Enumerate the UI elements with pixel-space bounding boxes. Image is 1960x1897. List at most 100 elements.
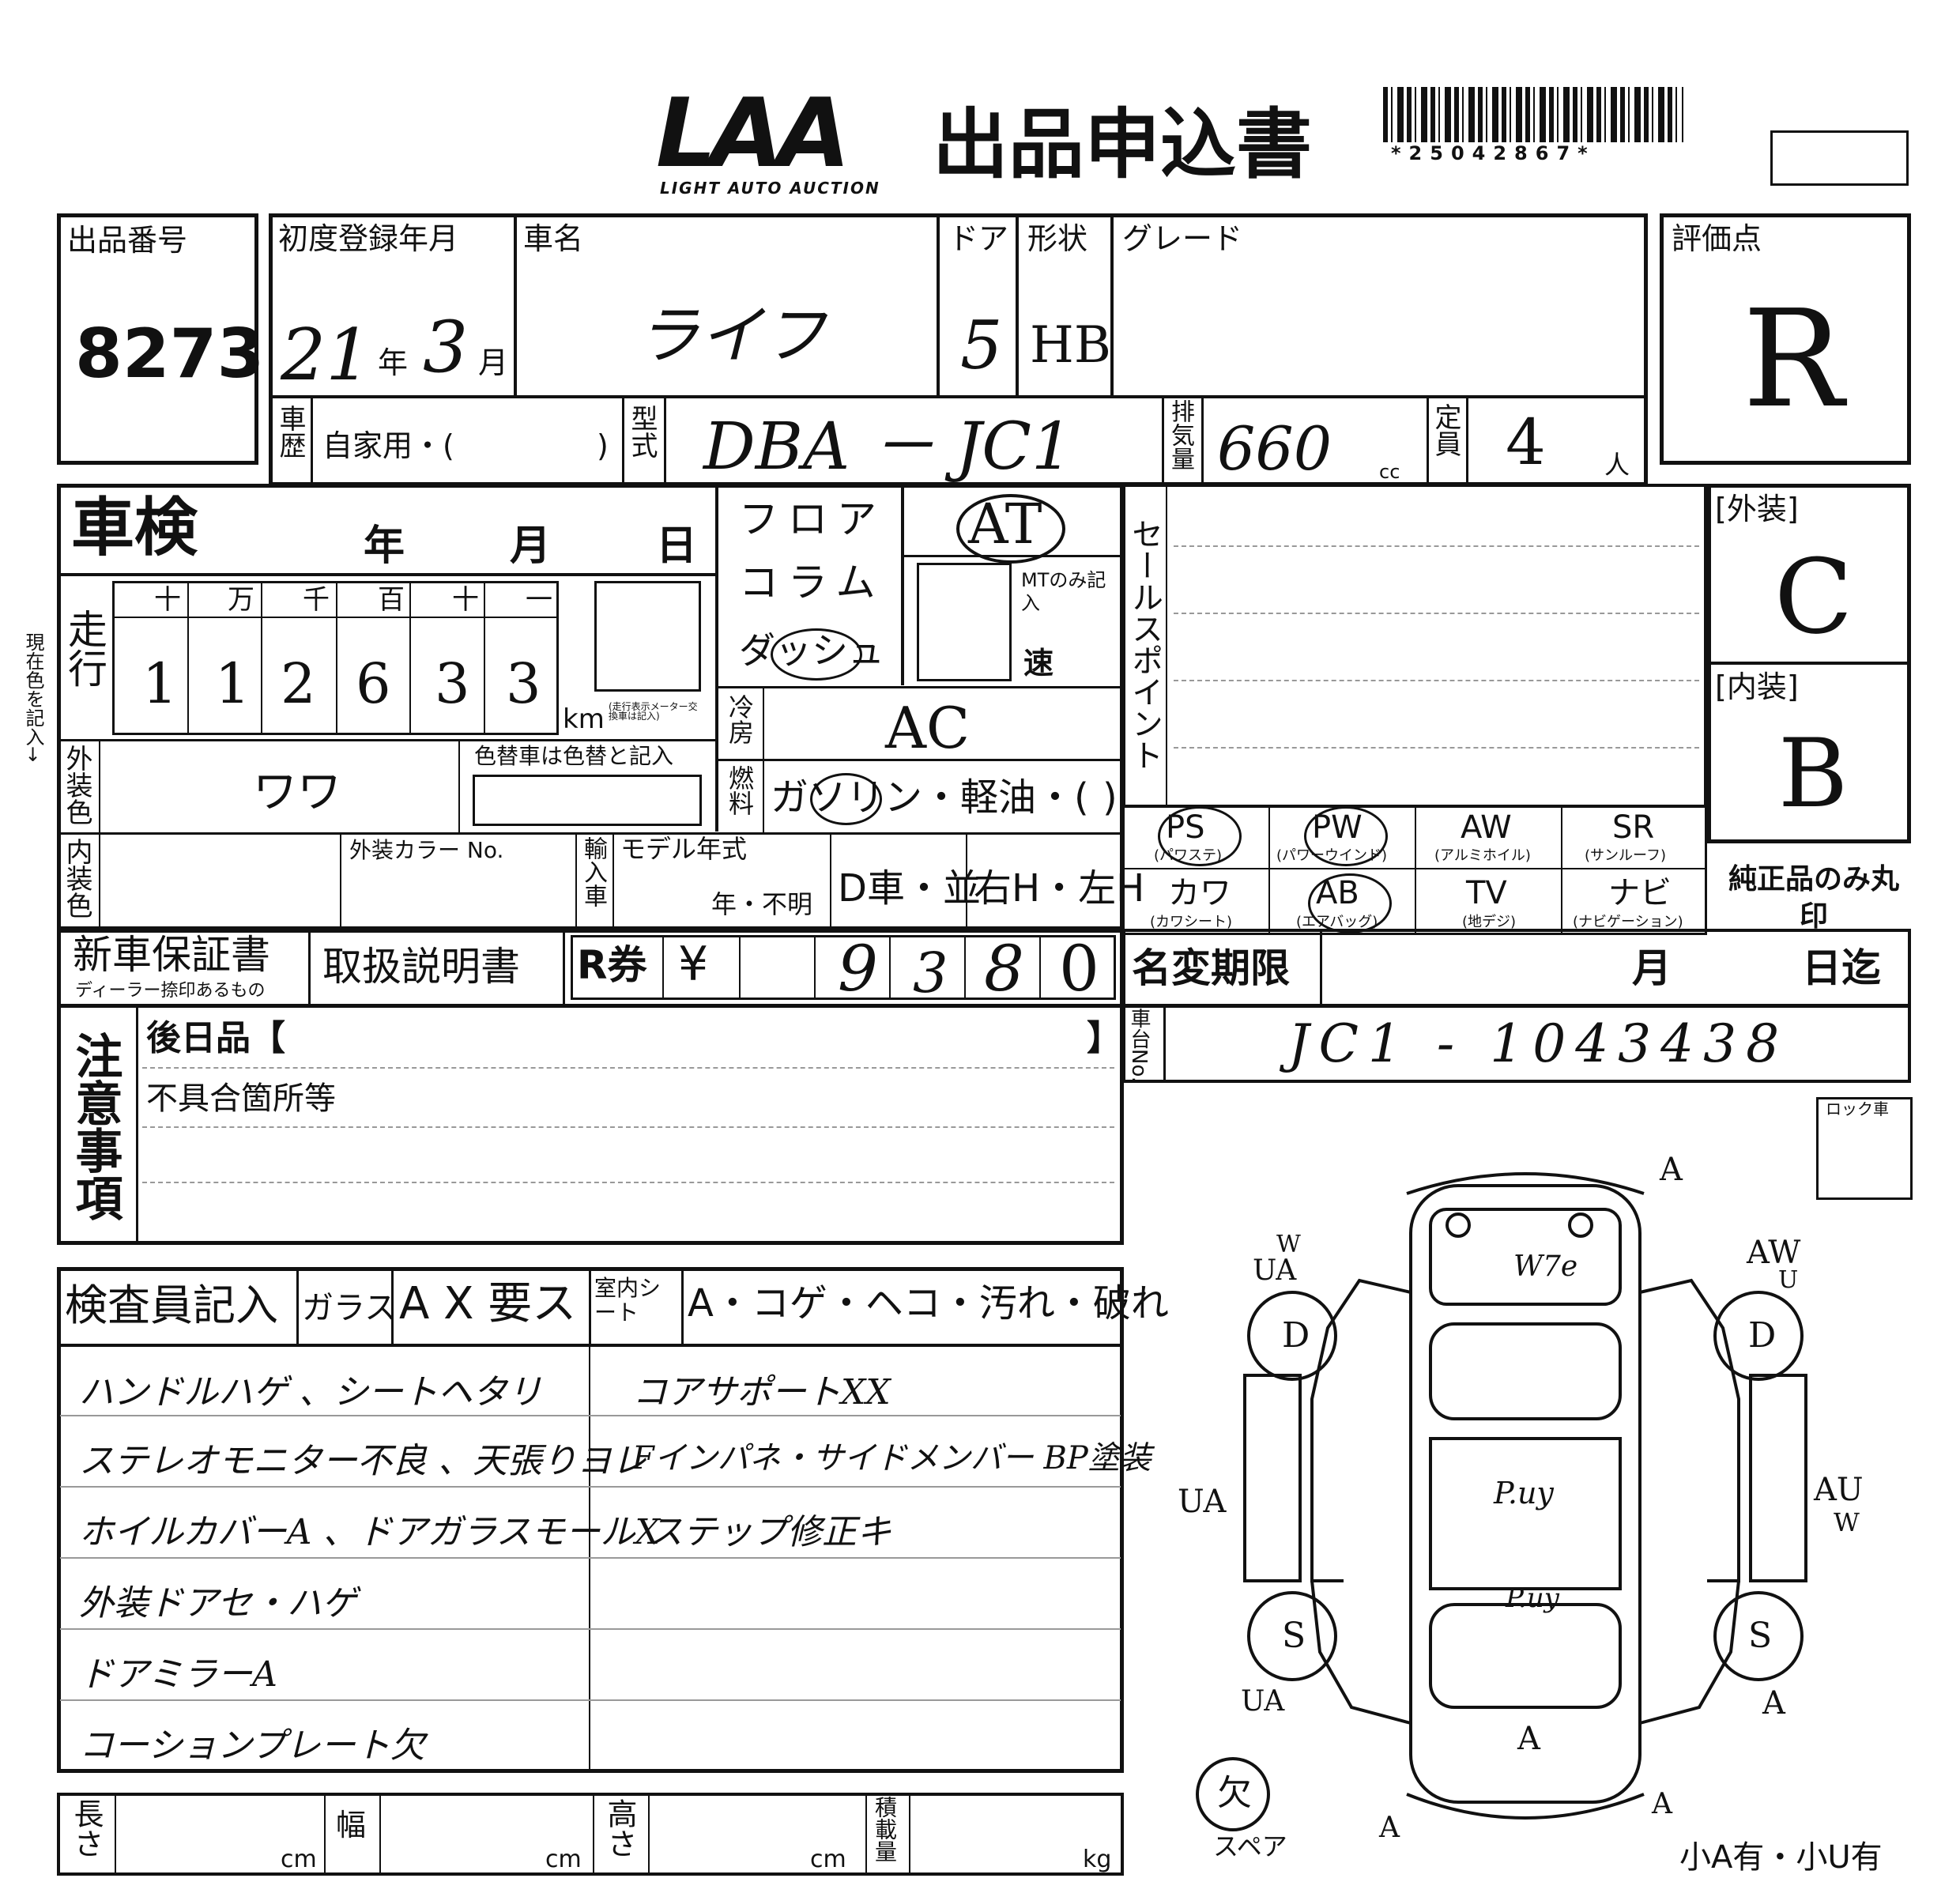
divider xyxy=(563,929,565,1008)
divider xyxy=(715,759,1122,761)
inspector-note: ハンドルハゲ 、シートヘタリ xyxy=(79,1372,542,1412)
chassis-box xyxy=(1122,1004,1911,1083)
dash-line xyxy=(142,1182,1114,1183)
door-label: ドア xyxy=(948,221,1009,256)
glass-value: A X 要ス xyxy=(399,1278,577,1329)
divider xyxy=(1166,484,1167,808)
divider xyxy=(458,739,460,832)
reg-label: 初度登録年月 xyxy=(278,221,459,256)
wheel-front-left xyxy=(1247,1291,1337,1381)
divider xyxy=(662,935,664,1000)
rear-window xyxy=(1429,1603,1622,1709)
dash-line xyxy=(142,1126,1114,1128)
mark-front-a: A xyxy=(1660,1152,1683,1188)
divider xyxy=(311,395,313,486)
dash-line xyxy=(60,1699,1121,1701)
odometer-extra-box xyxy=(594,581,701,692)
dash-line xyxy=(60,1628,1121,1630)
cooling-label: 冷房 xyxy=(725,694,755,745)
barcode-number: *25042867* xyxy=(1391,142,1596,164)
divider xyxy=(409,581,411,735)
divider xyxy=(814,935,816,1000)
divider xyxy=(937,213,940,397)
disp-value: 660 xyxy=(1217,413,1332,484)
mark-top-left: UA xyxy=(1253,1254,1297,1287)
interior-grade: B xyxy=(1778,719,1849,829)
dash-line xyxy=(1174,545,1699,547)
model-year-label: モデル年式 xyxy=(620,834,748,864)
divider xyxy=(648,1793,650,1876)
windshield xyxy=(1429,1322,1622,1420)
divider xyxy=(830,832,831,927)
car-diagram xyxy=(1196,1172,1807,1831)
divider xyxy=(115,1793,116,1876)
mark-bottom-a2: A xyxy=(1652,1788,1672,1820)
chassis-label: 車台No. xyxy=(1127,1008,1151,1084)
gasoline-circle xyxy=(810,773,882,825)
divider xyxy=(1707,662,1911,665)
mark-side-right: AU xyxy=(1814,1472,1864,1508)
side-note: 現在色を記入→ xyxy=(22,632,44,763)
equip-sub: (アルミホイル) xyxy=(1434,847,1531,864)
r-digit: 0 xyxy=(1059,932,1099,1005)
wheel-front-right xyxy=(1713,1291,1804,1381)
door-right-rear xyxy=(1639,1580,1740,1725)
load-unit: kg xyxy=(1083,1846,1112,1873)
history-value: 自家用・( xyxy=(322,428,454,463)
genuine-note: 純正品のみ丸印 xyxy=(1728,863,1899,933)
spare-label: スペア xyxy=(1213,1831,1287,1861)
r-ticket-box xyxy=(571,935,1116,1000)
divider xyxy=(1427,395,1429,486)
manual-label: 取扱説明書 xyxy=(322,944,520,990)
speed-unit: 速 xyxy=(1023,646,1054,681)
digit: 6 xyxy=(356,651,391,716)
at-circle xyxy=(956,494,1065,564)
score-box xyxy=(1660,213,1911,465)
width-label: 幅 xyxy=(336,1808,367,1842)
dash-line xyxy=(1174,680,1699,681)
divider xyxy=(681,1267,684,1346)
divider xyxy=(324,1793,326,1876)
divider xyxy=(1466,395,1468,486)
shaken-label: 車検 xyxy=(71,491,198,564)
later-items: 後日品【 xyxy=(146,1018,285,1058)
handle-option: 右H・左H xyxy=(974,866,1145,911)
notes-label: 注意事項 xyxy=(67,1031,122,1221)
dimensions-row xyxy=(57,1793,1124,1876)
car-body-outline xyxy=(1409,1184,1642,1804)
door-right-front xyxy=(1639,1278,1740,1582)
notes-box xyxy=(57,1004,1124,1245)
digit-header: 十 xyxy=(452,584,479,616)
divider xyxy=(1110,213,1114,397)
dash-line xyxy=(142,1067,1114,1069)
exterior-grade-label: [外装] xyxy=(1715,492,1799,526)
reg-month: 3 xyxy=(423,306,469,389)
equip-code: カワ xyxy=(1168,875,1231,911)
mark-wheel-fl: D xyxy=(1282,1315,1310,1356)
disp-label: 排気量 xyxy=(1167,399,1194,470)
disp-unit: cc xyxy=(1379,461,1400,483)
mirror-right xyxy=(1749,1374,1807,1582)
form-title: 出品申込書 xyxy=(933,100,1312,189)
chassis-number: JC1 - 1043438 xyxy=(1288,1013,1789,1074)
divider xyxy=(1039,935,1041,1000)
reg-month-unit: 月 xyxy=(478,345,509,380)
mark-roof: W7e xyxy=(1513,1250,1578,1283)
warranty-note: ディーラー捺印あるもの xyxy=(75,981,266,1001)
inspection-box xyxy=(57,484,1124,930)
equip-code: SR xyxy=(1612,809,1655,846)
divider xyxy=(889,935,891,1000)
height-unit: cm xyxy=(810,1846,846,1873)
divider xyxy=(296,1267,299,1346)
divider xyxy=(715,484,718,832)
divider xyxy=(739,935,741,1000)
divider xyxy=(336,581,337,735)
color-change-box xyxy=(473,775,702,826)
digit-header: 百 xyxy=(378,584,405,616)
logo-subtitle: LIGHT AUTO AUCTION xyxy=(660,179,880,198)
logo: LAA xyxy=(656,79,850,189)
divider xyxy=(57,1344,1124,1347)
sales-point-label: セールスポイント xyxy=(1126,518,1163,771)
inspector-label: 検査員記入 xyxy=(65,1280,278,1330)
front-bumper xyxy=(1406,1172,1645,1195)
